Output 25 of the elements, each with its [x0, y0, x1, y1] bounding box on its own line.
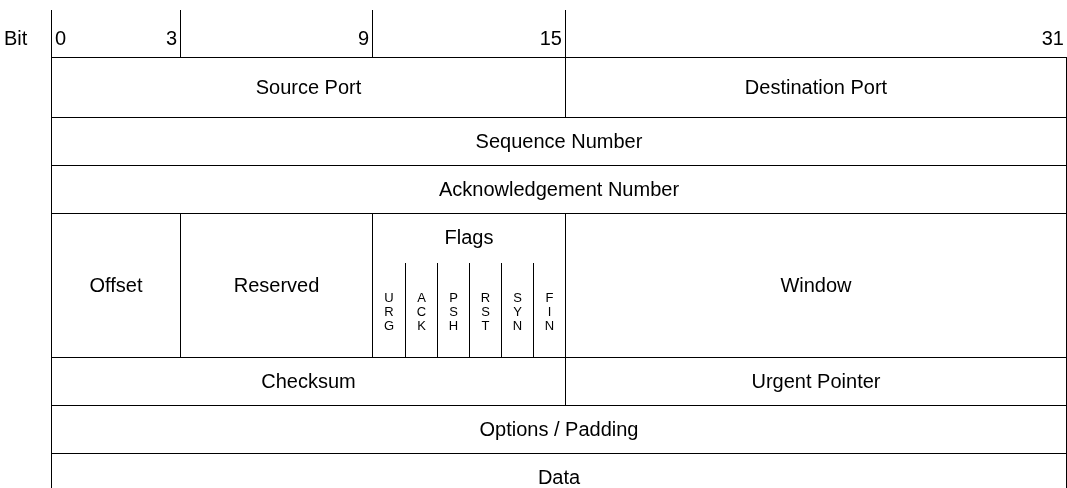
field-label: Flags: [443, 226, 495, 249]
flag-bit: URG: [383, 290, 395, 334]
axis-label: Bit: [4, 26, 28, 50]
field-label: Reserved: [233, 274, 320, 297]
header-field: [565, 57, 1067, 118]
field-label: Sequence Number: [475, 130, 643, 153]
flag-bit: RST: [480, 290, 491, 334]
flag-bit: ACK: [416, 290, 427, 334]
field-label: Window: [780, 274, 852, 297]
field-label: Source Port: [255, 76, 362, 99]
field-label: Destination Port: [744, 76, 888, 99]
bit-number: 0: [55, 26, 67, 50]
field-label: Checksum: [261, 370, 356, 393]
bit-number: 31: [1041, 26, 1064, 50]
flag-bit: PSH: [448, 290, 459, 334]
field-label: Acknowledgement Number: [438, 178, 680, 201]
field-label: Offset: [89, 274, 143, 297]
bit-number: 9: [357, 26, 369, 50]
bit-number: 15: [539, 26, 562, 50]
field-label: Urgent Pointer: [751, 370, 881, 393]
bit-number: 3: [165, 26, 177, 50]
field-label: Data: [537, 465, 581, 488]
field-label: Options / Padding: [479, 418, 639, 441]
flag-bit: SYN: [512, 290, 523, 334]
flag-bit: FIN: [544, 290, 555, 334]
